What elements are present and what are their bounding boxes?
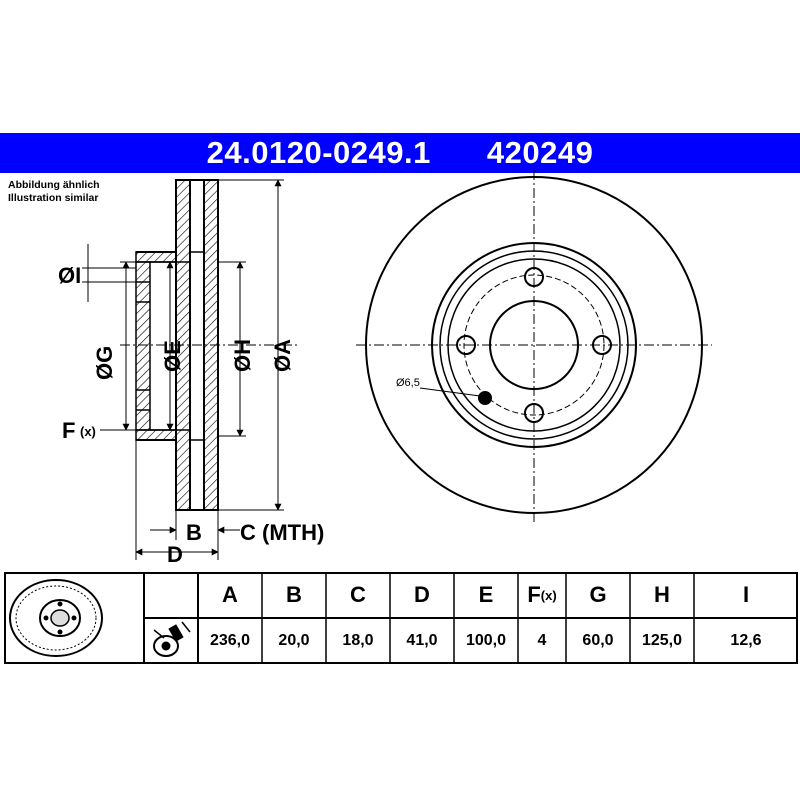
centerlines <box>120 170 712 522</box>
value-C: 18,0 <box>342 632 374 649</box>
header-D: D <box>414 582 430 607</box>
value-D: 41,0 <box>406 632 438 649</box>
center-bore <box>489 300 579 390</box>
front-view <box>365 176 703 514</box>
label-A: ØA <box>270 339 295 372</box>
disc-outer-edge <box>365 176 703 514</box>
label-B: B <box>186 520 202 545</box>
header-H: H <box>654 582 670 607</box>
disc-thumbnail-icon <box>9 579 103 657</box>
label-H: ØH <box>230 339 255 372</box>
label-G: ØG <box>92 346 117 380</box>
locating-hole <box>478 391 492 405</box>
bolt-hole-bottom <box>524 403 544 423</box>
label-E: ØE <box>160 340 185 372</box>
bolt-hole-top <box>524 267 544 287</box>
header-B: B <box>286 582 302 607</box>
value-F: 4 <box>537 632 547 649</box>
value-B: 20,0 <box>278 632 310 649</box>
value-I: 12,6 <box>730 632 762 649</box>
bolt-hole-right <box>592 335 612 355</box>
value-H: 125,0 <box>641 632 683 649</box>
header-F-suffix: (x) <box>540 587 557 603</box>
wrench-icon <box>153 621 191 657</box>
value-A: 236,0 <box>209 632 251 649</box>
header-E: E <box>478 582 494 607</box>
part-number: 24.0120-0249.1 <box>206 135 431 170</box>
spec-table: A B C D E F(x) G H I 236,0 20,0 18,0 41,… <box>4 572 798 664</box>
label-C: C (MTH) <box>240 520 324 545</box>
bolt-hole-left <box>456 335 476 355</box>
header-G: G <box>589 582 607 607</box>
hat-outer-edge <box>431 242 637 448</box>
spec-table-grid <box>4 572 798 664</box>
header-A: A <box>222 582 238 607</box>
label-I: ØI <box>58 263 81 288</box>
label-F: F <box>62 418 75 443</box>
header-I: I <box>742 582 750 607</box>
value-G: 60,0 <box>582 632 614 649</box>
title-banner: 24.0120-0249.1 420249 <box>0 133 800 173</box>
label-D: D <box>167 542 183 567</box>
header-C: C <box>350 582 366 607</box>
note-german: Abbildung ähnlich <box>8 179 100 191</box>
label-F-suffix: (x) <box>80 424 96 439</box>
header-F: F(x) <box>518 572 566 618</box>
label-bolt-hole: Ø6,5 <box>396 377 420 389</box>
note-english: Illustration similar <box>8 192 99 204</box>
header-F-letter: F <box>527 582 541 607</box>
illustration-note: Abbildung ähnlich Illustration similar <box>8 179 100 205</box>
ref-number: 420249 <box>486 135 594 170</box>
dimension-lines <box>82 179 284 560</box>
drawing-labels: ØI ØG ØE ØH ØA F (x) B C (MTH) D Ø6,5 <box>58 263 420 567</box>
value-E: 100,0 <box>465 632 507 649</box>
